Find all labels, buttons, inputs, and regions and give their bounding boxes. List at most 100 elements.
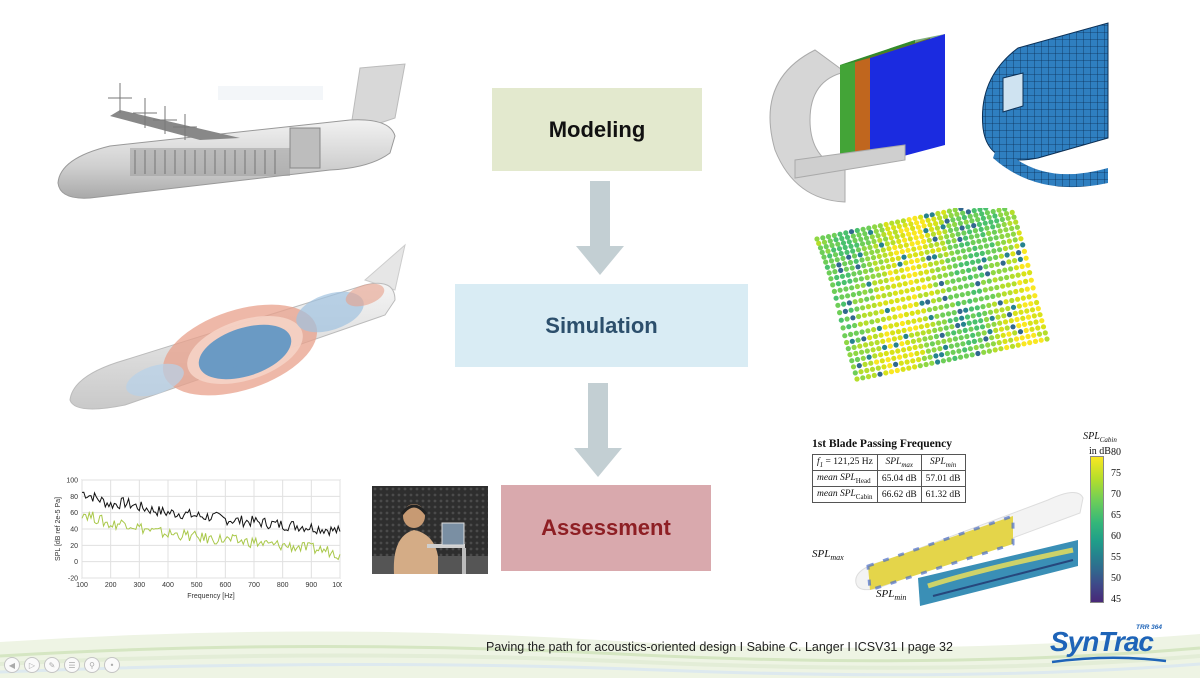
nav-menu-icon[interactable]: ☰ [64, 657, 80, 673]
cloud-point [997, 228, 1003, 234]
cloud-point [903, 242, 909, 248]
cloud-point [882, 344, 888, 350]
cloud-point [839, 294, 845, 300]
cloud-point [920, 256, 926, 262]
cloud-point [1004, 252, 1010, 258]
cloud-point [1008, 244, 1014, 250]
cloud-point [868, 267, 874, 273]
cloud-point [899, 341, 905, 347]
cloud-point [823, 244, 829, 250]
cloud-point [890, 240, 896, 246]
cloud-point [906, 346, 912, 352]
nav-first-icon[interactable]: ◀ [4, 657, 20, 673]
cloud-point [893, 250, 900, 256]
cloud-point [833, 237, 839, 243]
cloud-point [918, 270, 924, 276]
nav-next-icon[interactable]: • [104, 657, 120, 673]
cloud-point [826, 270, 832, 276]
cloud-point [944, 234, 950, 240]
cloud-point [998, 276, 1004, 282]
cloud-point [876, 325, 882, 331]
spl-max-label: SPLmax [812, 548, 844, 563]
cloud-point [902, 281, 908, 287]
cloud-point [952, 208, 958, 213]
cloud-point [986, 348, 992, 354]
cloud-point [885, 226, 891, 232]
cloud-point [834, 257, 840, 263]
assessment-label: Assessment [541, 515, 671, 540]
cloud-point [968, 234, 974, 240]
cloud-point [891, 355, 897, 361]
x-tick-label: 900 [305, 582, 317, 589]
cloud-point [971, 289, 977, 295]
cloud-point [935, 359, 941, 365]
cloud-point [924, 322, 930, 329]
cloud-point [990, 270, 996, 276]
cloud-point [946, 357, 952, 363]
cloud-point [847, 352, 853, 358]
cloud-point [926, 255, 932, 261]
cloud-point [916, 357, 922, 363]
cloud-point [851, 253, 858, 259]
cloud-point [968, 306, 975, 312]
cloud-point [832, 269, 838, 275]
cloud-point [853, 277, 859, 283]
cloud-point [1040, 324, 1047, 330]
cloud-point [922, 262, 928, 269]
cloud-point [856, 363, 862, 369]
x-tick-label: 700 [248, 582, 260, 589]
cloud-point [941, 246, 947, 252]
cloud-point [933, 282, 939, 288]
cloud-point [965, 209, 971, 215]
cloud-point [881, 231, 887, 238]
cloud-point [907, 326, 913, 332]
cloud-point [970, 259, 976, 265]
cloud-point [867, 244, 873, 250]
modeling-label: Modeling [548, 116, 646, 142]
cloud-point [881, 271, 888, 277]
cloud-point [958, 262, 964, 268]
cloud-point [863, 320, 869, 326]
cloud-point [990, 224, 996, 230]
cloud-point [868, 341, 874, 347]
cloud-point [959, 292, 965, 298]
nav-prev-icon[interactable]: ▷ [24, 657, 40, 673]
bpf-header-max: SPLmax [876, 454, 922, 471]
cloud-point [865, 328, 871, 334]
nav-zoom-icon[interactable]: ⚲ [84, 657, 100, 673]
cloud-point [951, 238, 957, 244]
cloud-point [900, 296, 906, 302]
cloud-point [879, 285, 885, 292]
bpf-cabin-min: 61.32 dB [920, 486, 966, 503]
cloud-point [896, 223, 902, 229]
cloud-point [877, 301, 883, 307]
cloud-point [957, 284, 964, 290]
nav-pen-icon[interactable]: ✎ [44, 657, 60, 673]
cloud-point [1008, 266, 1014, 272]
cloud-point [914, 257, 920, 264]
cloud-point [1025, 314, 1032, 320]
cloud-point [984, 210, 990, 216]
cloud-point [867, 335, 873, 341]
cloud-point [910, 265, 916, 271]
cloud-point [872, 224, 878, 230]
cloud-point [903, 333, 909, 339]
cloud-point [980, 279, 987, 285]
cloud-point [867, 311, 873, 317]
cloud-point [897, 335, 903, 341]
colorbar-tick: 70 [1111, 489, 1121, 500]
arrow-modeling-to-simulation [576, 181, 624, 275]
cloud-point [1026, 294, 1032, 300]
cloud-point [859, 241, 866, 247]
cloud-point [928, 242, 934, 249]
cloud-point [898, 289, 904, 295]
cloud-point [992, 213, 998, 219]
cloud-point [1008, 318, 1014, 324]
cloud-point [914, 220, 920, 226]
cloud-point [945, 311, 952, 317]
cloud-point [848, 331, 854, 337]
cloud-point [825, 248, 831, 254]
cloud-point [877, 279, 884, 285]
cloud-point [991, 248, 997, 254]
